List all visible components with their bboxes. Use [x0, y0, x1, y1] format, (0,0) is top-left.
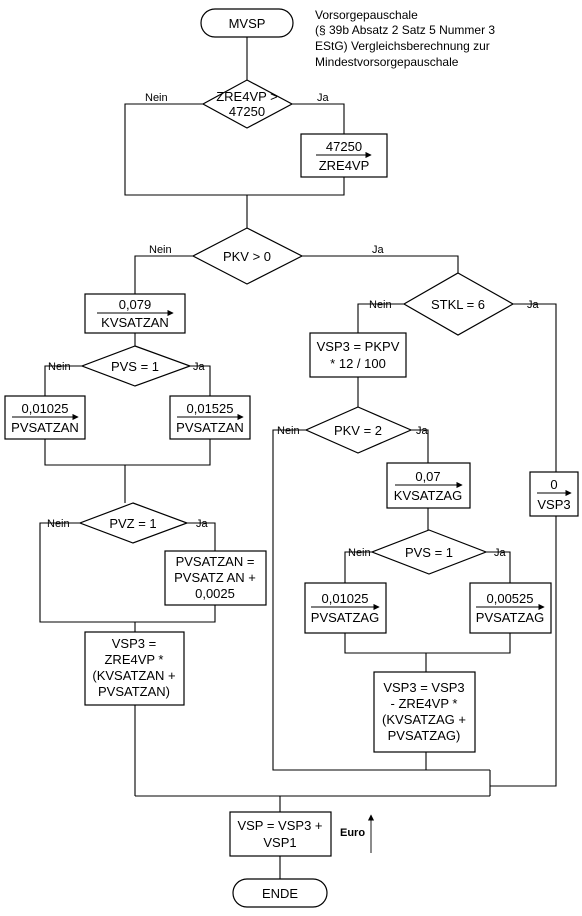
assign-pvsatzag-b: [469, 582, 552, 634]
assign-vsp3-zero-value: 0: [550, 477, 557, 492]
assign-pvsatzan-a-target: PVSATZAN: [11, 420, 79, 435]
assign-kvsatzan-value: 0,079: [119, 297, 152, 312]
note-line-1: Vorsorgepauschale: [315, 8, 418, 22]
decision-pkv-gt0-yes: Ja: [372, 244, 385, 256]
connectors: [39, 37, 557, 879]
process-vsp3-left: [84, 631, 185, 706]
decision-pkv-gt0-no: Nein: [149, 244, 172, 256]
decision-zre4vp-no: Nein: [145, 92, 168, 104]
decision-pkv-gt0-text: PKV > 0: [223, 249, 271, 264]
process-vsp3-pkpv-line-2: * 12 / 100: [330, 356, 386, 371]
process-vsp3-right-line-4: PVSATZAG): [388, 728, 461, 743]
process-vsp3-pkpv: [309, 332, 407, 378]
process-vsp3-left-line-3: (KVSATZAN +: [92, 668, 175, 683]
decision-zre4vp: [201, 79, 294, 129]
assign-kvsatzag-value: 0,07: [415, 469, 440, 484]
assign-zre4vp-cap: [300, 133, 388, 178]
process-pvsatzan-plus: [164, 550, 267, 606]
decision-pvz-no: Nein: [47, 518, 70, 530]
assign-pvsatzan-a-value: 0,01025: [22, 401, 69, 416]
process-pvsatzan-plus-line-3: 0,0025: [195, 586, 235, 601]
assign-pvsatzan-b: [169, 395, 251, 440]
decision-pvz-text: PVZ = 1: [109, 516, 156, 531]
assign-kvsatzan: [84, 293, 186, 334]
decision-pvz-yes: Ja: [196, 518, 209, 530]
process-pvsatzan-plus-line-2: PVSATZ AN +: [174, 570, 256, 585]
note-line-4: Mindestvorsorgepauschale: [315, 55, 459, 69]
decision-pkv-eq2-no: Nein: [277, 425, 300, 437]
process-vsp-final-line-2: VSP1: [263, 835, 296, 850]
decision-pvz: [78, 502, 189, 544]
assign-kvsatzag-target: KVSATZAG: [394, 488, 462, 503]
decision-pkv-eq2-yes: Ja: [416, 425, 429, 437]
assign-pvsatzag-a-value: 0,01025: [322, 591, 369, 606]
decision-zre4vp-line-1: ZRE4VP >: [216, 89, 278, 104]
assign-zre4vp-cap-target: ZRE4VP: [319, 158, 370, 173]
decision-pvs-right-no: Nein: [348, 547, 371, 559]
decision-pvs-right-text: PVS = 1: [405, 545, 453, 560]
decision-pvs-left-yes: Ja: [193, 361, 206, 373]
assign-pvsatzag-b-target: PVSATZAG: [476, 610, 544, 625]
assign-pvsatzan-b-target: PVSATZAN: [176, 420, 244, 435]
decision-stkl-yes: Ja: [527, 299, 540, 311]
euro-label: Euro: [340, 827, 365, 839]
decision-pkv-eq2-text: PKV = 2: [334, 423, 382, 438]
process-pvsatzan-plus-line-1: PVSATZAN =: [176, 554, 255, 569]
process-vsp3-pkpv-line-1: VSP3 = PKPV: [317, 339, 400, 354]
decision-pvs-left: [80, 345, 192, 387]
process-vsp-final-line-1: VSP = VSP3 +: [237, 818, 322, 833]
decision-pvs-right: [370, 529, 488, 575]
end-label: ENDE: [262, 886, 298, 901]
decision-zre4vp-line-2: 47250: [229, 104, 265, 119]
assign-kvsatzag: [386, 462, 471, 509]
decision-pvs-right-yes: Ja: [494, 547, 507, 559]
process-vsp3-right: [373, 671, 476, 753]
description-note: Vorsorgepauschale (§ 39b Absatz 2 Satz 5…: [315, 8, 495, 69]
decision-zre4vp-yes: Ja: [317, 92, 330, 104]
process-vsp3-right-line-1: VSP3 = VSP3: [383, 680, 464, 695]
process-vsp3-right-line-2: - ZRE4VP *: [391, 696, 458, 711]
process-vsp3-right-line-3: (KVSATZAG +: [382, 712, 466, 727]
decision-pvs-left-text: PVS = 1: [111, 359, 159, 374]
decision-stkl: [402, 272, 515, 336]
process-vsp-final: [229, 811, 332, 857]
assign-zre4vp-cap-value: 47250: [326, 139, 362, 154]
process-vsp3-left-line-4: PVSATZAN): [98, 684, 170, 699]
decision-pkv-gt0: [191, 227, 304, 285]
assign-vsp3-zero-target: VSP3: [537, 497, 570, 512]
process-vsp3-left-line-1: VSP3 =: [112, 636, 156, 651]
assign-pvsatzag-b-value: 0,00525: [487, 591, 534, 606]
assign-pvsatzag-a: [304, 582, 387, 634]
start-label: MVSP: [229, 16, 266, 31]
process-vsp3-left-line-2: ZRE4VP *: [104, 652, 163, 667]
start-terminator: [200, 8, 294, 38]
decision-pkv-eq2: [304, 406, 413, 454]
note-line-2: (§ 39b Absatz 2 Satz 5 Nummer 3: [315, 23, 495, 37]
assign-pvsatzag-a-target: PVSATZAG: [311, 610, 379, 625]
assign-kvsatzan-target: KVSATZAN: [101, 315, 169, 330]
decision-stkl-text: STKL = 6: [431, 297, 485, 312]
assign-pvsatzan-b-value: 0,01525: [187, 401, 234, 416]
end-terminator: [232, 878, 328, 908]
assign-pvsatzan-a: [4, 395, 86, 440]
note-line-3: EStG) Vergleichsberechnung zur: [315, 39, 490, 53]
decision-stkl-no: Nein: [369, 299, 392, 311]
decision-pvs-left-no: Nein: [48, 361, 71, 373]
